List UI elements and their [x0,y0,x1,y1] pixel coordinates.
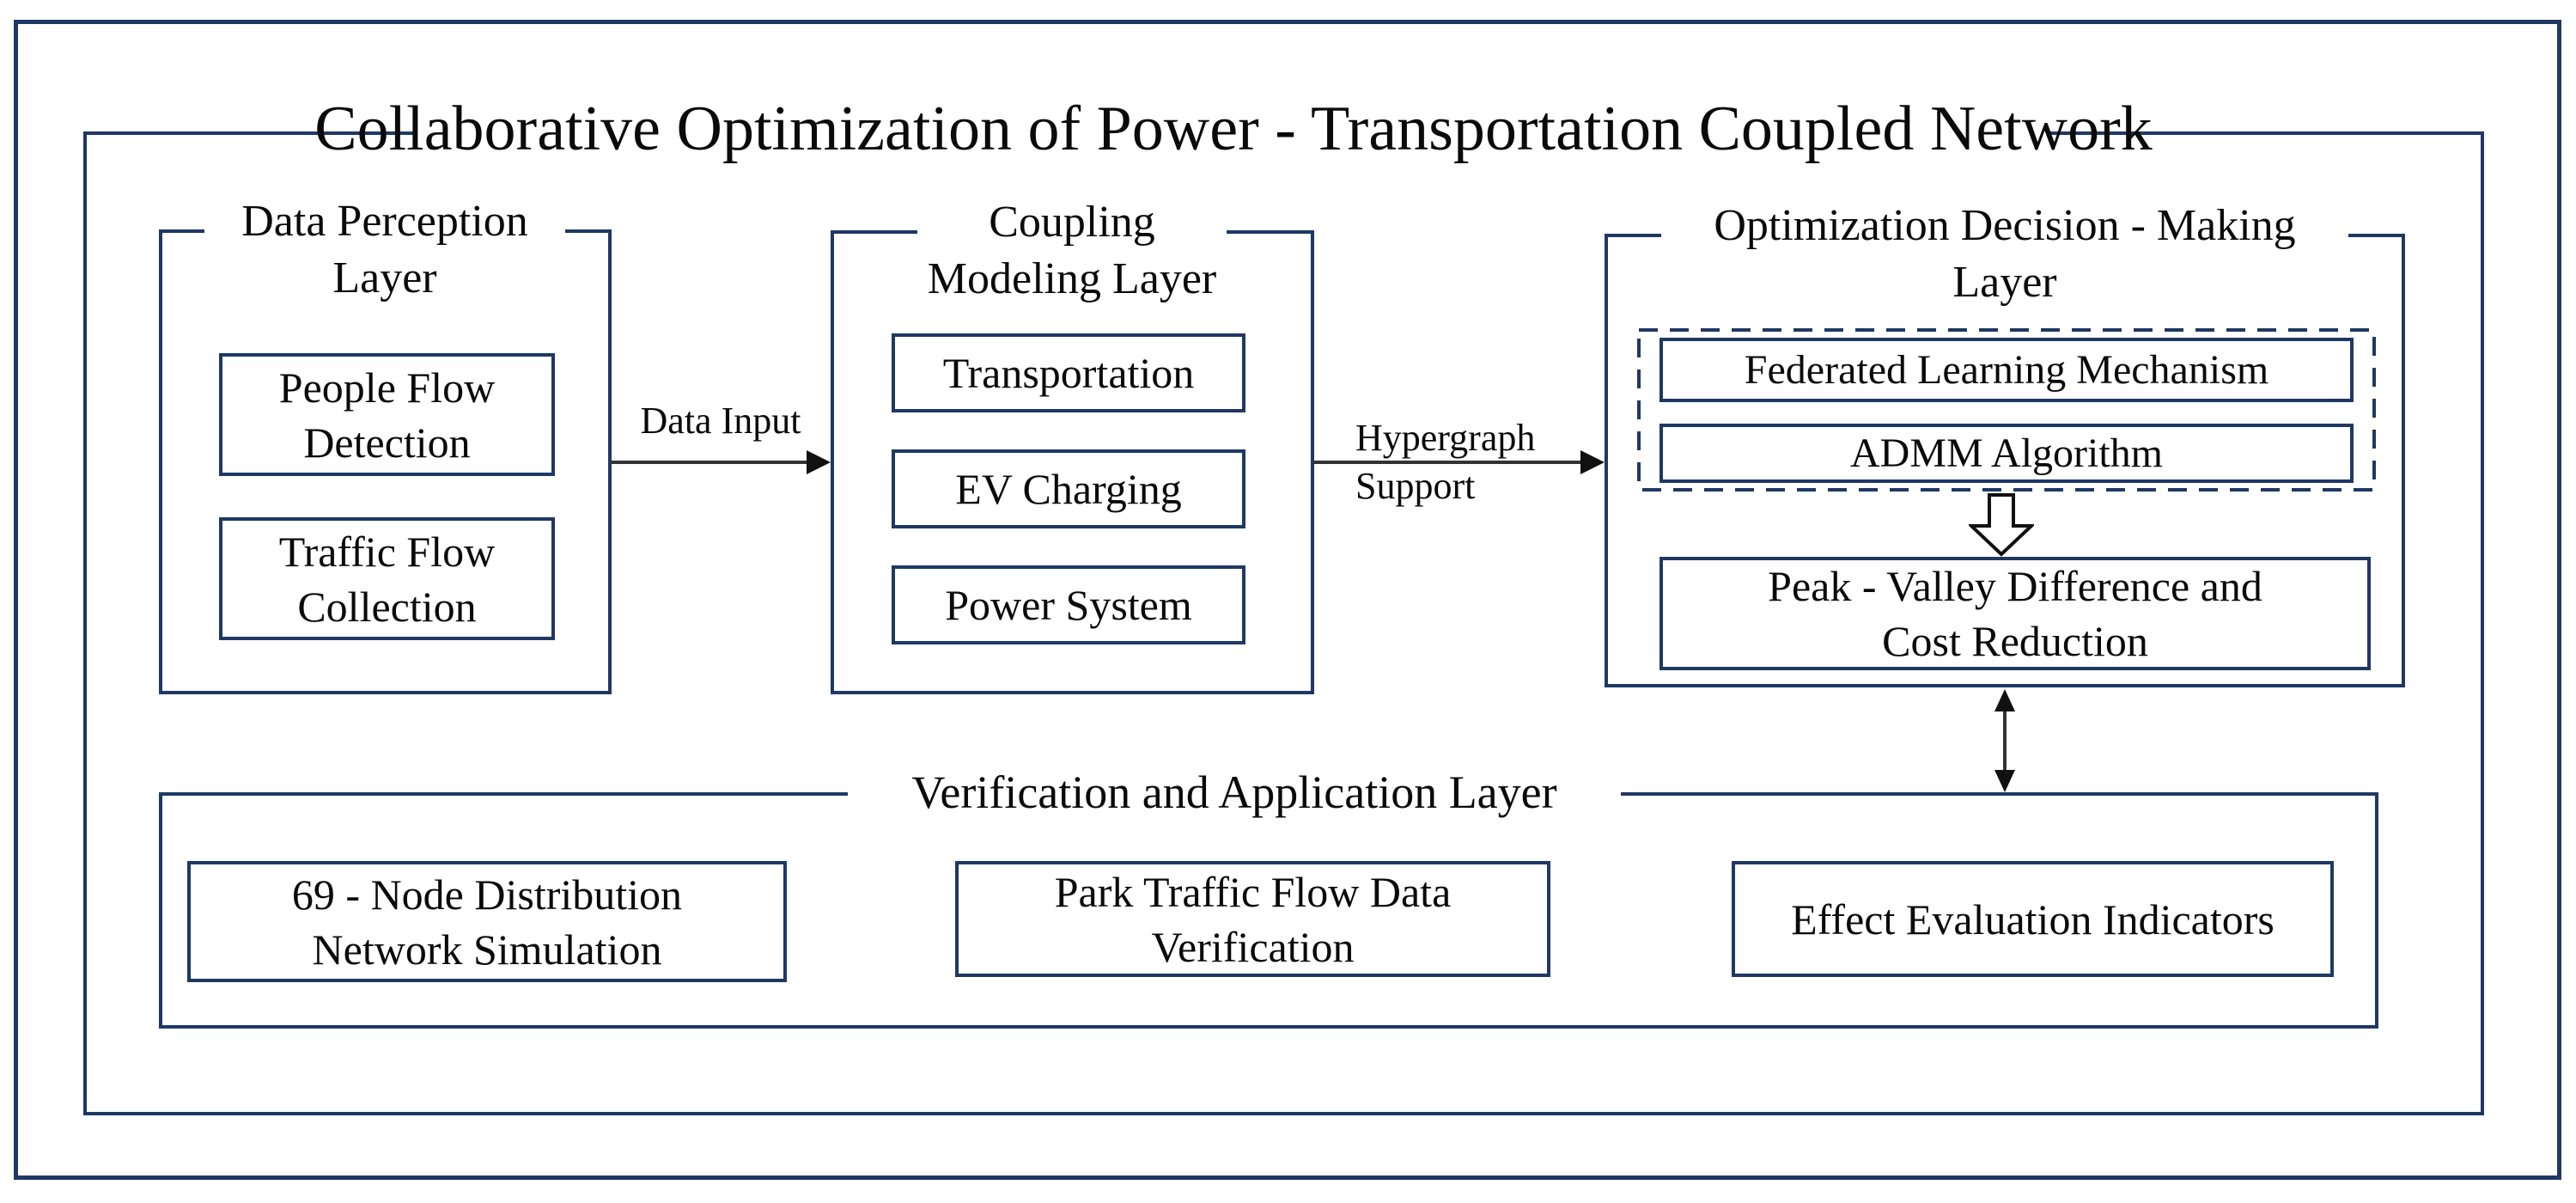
layer-data-perception-title: Data Perception Layer [204,193,565,307]
layer-verification-application-title: Verification and Application Layer [848,762,1621,822]
diagram-title: Collaborative Optimization of Power - Tr… [314,89,2153,168]
box-park-traffic-flow-verification: Park Traffic Flow Data Verification [955,861,1550,977]
layer-optimization-decision-title: Optimization Decision - Making Layer [1661,198,2348,311]
data-input-arrow-head-icon [807,450,831,474]
federated-group-dashed-border [1637,328,2376,492]
outer-border [14,20,2561,1180]
box-people-flow-detection: People Flow Detection [219,353,555,476]
box-effect-evaluation-indicators: Effect Evaluation Indicators [1732,861,2334,977]
box-federated-learning-mechanism: Federated Learning Mechanism [1659,338,2354,402]
box-traffic-flow-collection: Traffic Flow Collection [219,517,555,640]
box-69-node-distribution-simulation: 69 - Node Distribution Network Simulatio… [187,861,787,982]
box-transportation: Transportation [892,333,1245,412]
block-down-arrow-icon [1969,493,2034,557]
hypergraph-arrow-head-icon [1580,450,1605,474]
box-peak-valley-cost-reduction: Peak - Valley Difference and Cost Reduct… [1659,557,2371,670]
data-input-arrow-label: Data Input [640,400,801,442]
hypergraph-arrow-label: Hypergraph Support [1355,417,1536,507]
layer-coupling-modeling-title: Coupling Modeling Layer [917,194,1227,308]
box-admm-algorithm: ADMM Algorithm [1659,424,2354,483]
data-input-arrow-line [612,461,811,464]
box-power-system: Power System [892,565,1245,644]
double-headed-arrow-icon [1994,689,2015,792]
hypergraph-arrow-line [1314,461,1585,464]
box-ev-charging: EV Charging [892,449,1245,528]
